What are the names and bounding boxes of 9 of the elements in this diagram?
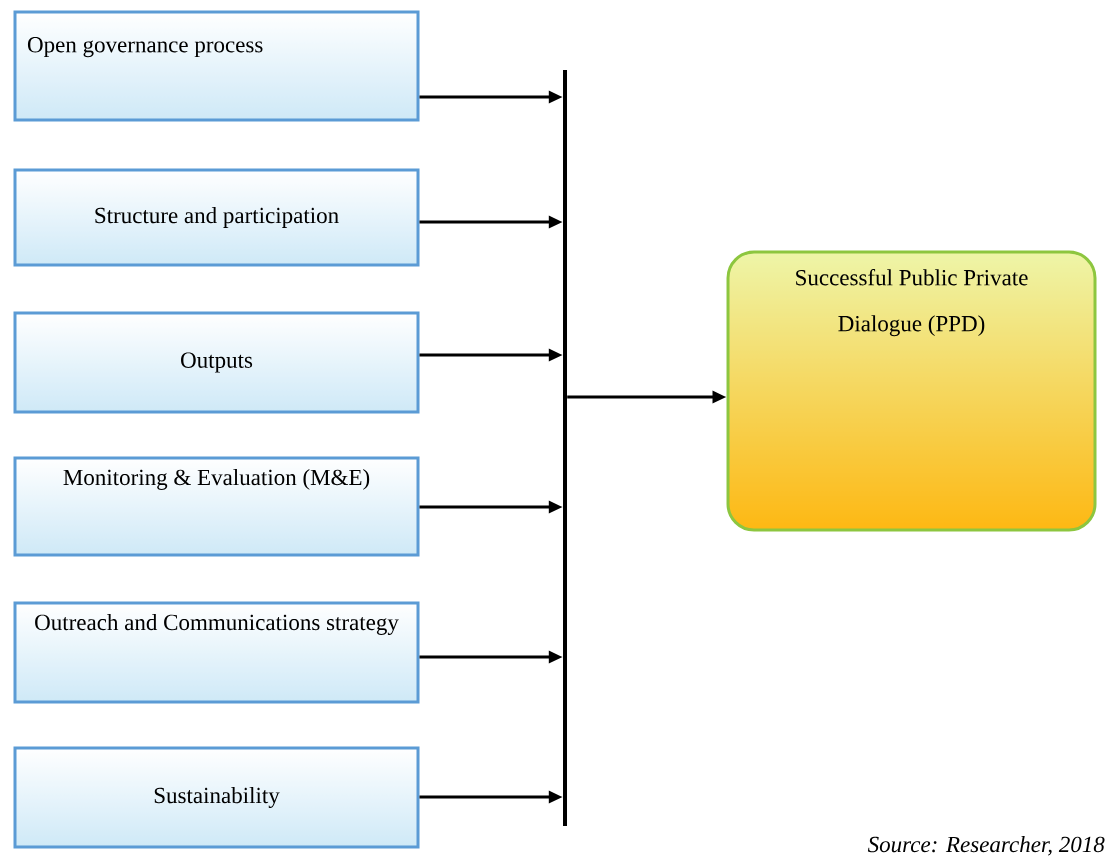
result-box: Successful Public Private Dialogue (PPD) (726, 250, 1097, 532)
process-box: Open governance process (13, 10, 420, 122)
source-note: Source: Researcher, 2018 (867, 836, 1105, 856)
process-box: Structure and participation (13, 168, 420, 267)
process-box: Sustainability (13, 746, 420, 849)
junction-bar (563, 70, 567, 826)
process-box: Outputs (13, 311, 420, 414)
process-box: Monitoring & Evaluation (M&E) (13, 456, 420, 557)
process-box: Outreach and Communications strategy (13, 601, 420, 704)
